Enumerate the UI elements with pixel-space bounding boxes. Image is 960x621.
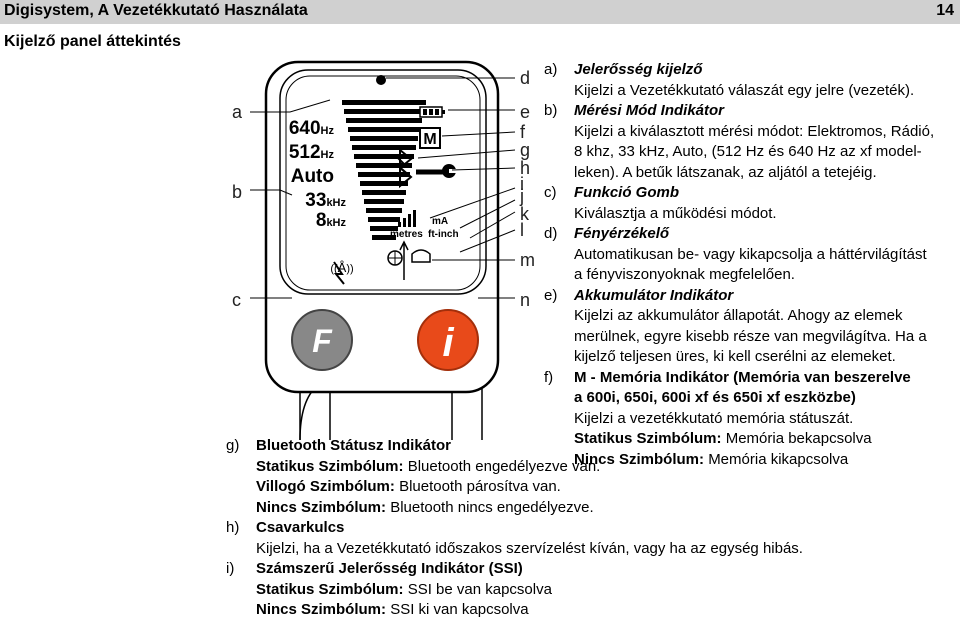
description-bottom: g)Bluetooth Státusz Indikátor Statikus S…	[226, 437, 803, 618]
document-title: Digisystem, A Vezetékkutató Használata	[4, 2, 308, 19]
label-c: c	[232, 290, 241, 310]
freq-640: 640Hz	[289, 118, 335, 139]
function-button[interactable]	[291, 309, 353, 371]
battery-icon	[419, 106, 445, 118]
label-e: e	[520, 102, 531, 122]
label-j: j	[520, 186, 524, 206]
label-m: m	[520, 250, 535, 270]
freq-auto: Auto	[291, 166, 334, 187]
freq-33: 33kHz	[305, 190, 346, 211]
item-c-title: Funkció Gomb	[574, 184, 679, 201]
label-n: n	[520, 290, 531, 310]
radio-icon	[411, 249, 431, 263]
section-title: Kijelző panel áttekintés	[4, 33, 181, 50]
item-h-title: Csavarkulcs	[256, 519, 345, 536]
item-f-title: M - Memória Indikátor (Memória van besze…	[574, 368, 911, 386]
item-i-title: Számszerű Jelerősség Indikátor (SSI)	[256, 560, 523, 577]
lightning-icon	[333, 261, 345, 285]
svg-text:i: i	[442, 321, 454, 365]
bluetooth-icon	[395, 149, 413, 189]
arrow-icon	[399, 240, 409, 280]
ssi-icon	[398, 210, 416, 227]
item-g-title: Bluetooth Státusz Indikátor	[256, 437, 451, 454]
label-i: i	[520, 174, 524, 194]
svg-text:metres: metres	[390, 229, 423, 240]
label-g: g	[520, 140, 531, 160]
freq-8: 8kHz	[316, 210, 347, 231]
label-l: l	[520, 220, 524, 240]
item-e-title: Akkumulátor Indikátor	[574, 286, 734, 304]
item-d-title: Fényérzékelő	[574, 225, 670, 242]
svg-text:ft-inch: ft-inch	[428, 229, 459, 240]
memory-icon	[419, 127, 441, 149]
light-sensor-icon	[376, 75, 386, 85]
label-f: f	[520, 122, 526, 142]
freq-512: 512Hz	[289, 142, 335, 163]
description-right: a)Jelerősség kijelző Kijelzi a Vezetékku…	[544, 61, 935, 468]
page-number: 14	[936, 2, 954, 19]
item-b-title: Mérési Mód Indikátor	[574, 102, 725, 119]
svg-text:F: F	[312, 323, 333, 359]
info-button[interactable]	[417, 309, 479, 371]
device-illustration: 640Hz 512Hz Auto 33kHz 8kHz M mA metres …	[250, 60, 516, 441]
label-a: a	[232, 102, 243, 122]
svg-text:mA: mA	[432, 216, 448, 227]
label-b: b	[232, 182, 243, 202]
signal-strength-bars	[342, 100, 426, 240]
label-d: d	[520, 68, 531, 88]
svg-text:M: M	[423, 131, 436, 148]
label-h: h	[520, 158, 531, 178]
item-a-title: Jelerősség kijelző	[574, 61, 703, 78]
label-k: k	[520, 204, 529, 224]
page-header: Digisystem, A Vezetékkutató Használata 1…	[0, 0, 960, 24]
